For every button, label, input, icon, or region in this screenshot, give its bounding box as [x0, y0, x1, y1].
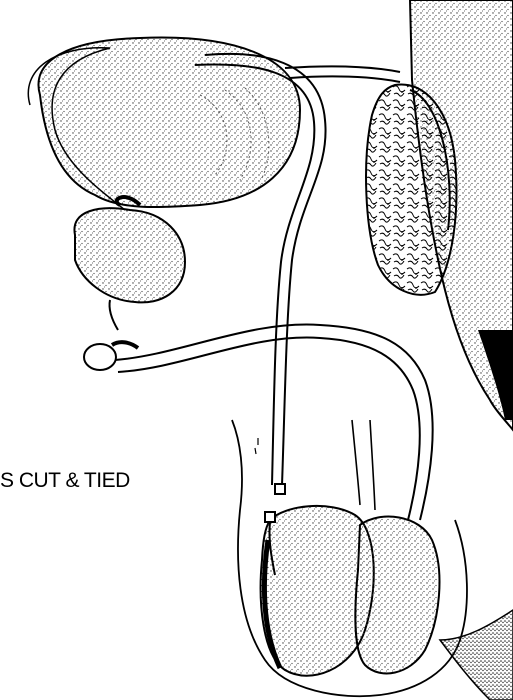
cut-tied-label: S CUT & TIED — [0, 470, 130, 491]
spermatic-cord — [352, 420, 375, 510]
bladder — [38, 38, 300, 208]
penile-tissue — [366, 0, 513, 430]
prostate — [74, 208, 185, 330]
base-shading — [440, 610, 513, 700]
bulbourethral-gland — [84, 342, 138, 370]
vas-deferens-top — [285, 66, 400, 72]
vas-deferens-top-inner — [290, 76, 400, 82]
testis-right — [355, 517, 439, 674]
tick-marks — [255, 438, 258, 454]
